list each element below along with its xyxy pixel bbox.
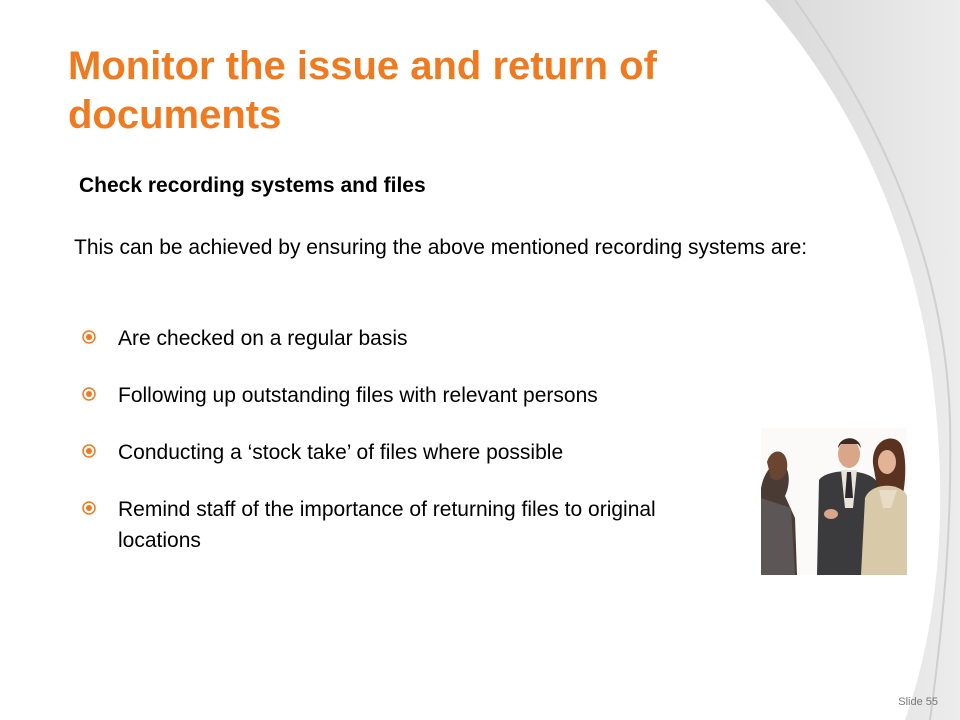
circled-dot-icon <box>82 501 96 515</box>
bullet-text: Following up outstanding files with rele… <box>118 384 598 407</box>
business-people-photo <box>761 428 907 575</box>
bullet-text: Conducting a ‘stock take’ of files where… <box>118 441 564 464</box>
circled-dot-icon <box>82 330 96 344</box>
slide-number: Slide 55 <box>898 696 938 708</box>
circled-dot-icon <box>82 387 96 401</box>
bullet-item: Remind staff of the importance of return… <box>82 494 678 556</box>
bullet-item: Following up outstanding files with rele… <box>82 380 808 411</box>
section-heading: Check recording systems and files <box>79 174 426 197</box>
intro-paragraph: This can be achieved by ensuring the abo… <box>74 236 808 259</box>
bullet-item: Are checked on a regular basis <box>82 323 808 354</box>
bullet-item: Conducting a ‘stock take’ of files where… <box>82 437 808 468</box>
circled-dot-icon <box>82 444 96 458</box>
slide-title: Monitor the issue and return of document… <box>68 44 657 137</box>
bullet-text: Remind staff of the importance of return… <box>118 498 656 552</box>
bullet-text: Are checked on a regular basis <box>118 327 408 350</box>
bullet-list: Are checked on a regular basis Following… <box>82 323 808 582</box>
